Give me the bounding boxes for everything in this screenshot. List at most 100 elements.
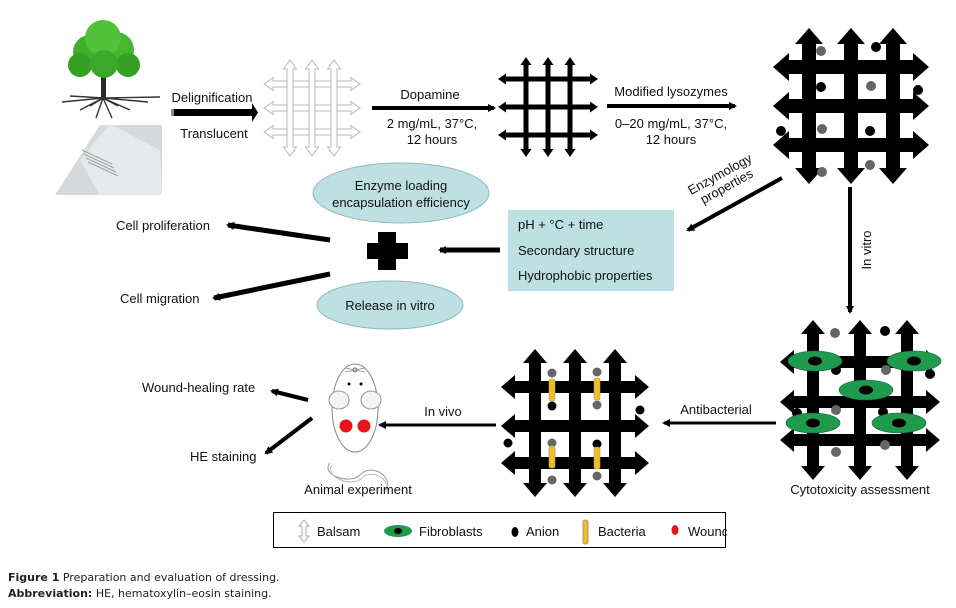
anion-dot [592, 400, 602, 410]
fibroblast-icon [384, 525, 412, 537]
tree-icon [61, 20, 161, 119]
balsam-fiber [326, 59, 342, 157]
figure-caption: Figure 1 Preparation and evaluation of d… [8, 571, 280, 584]
balsam-grid-white [263, 59, 361, 157]
release-ellipse [316, 280, 464, 330]
cell-migration-arrow [212, 271, 331, 301]
dopamine-label: Dopamine [400, 87, 459, 102]
properties-box [508, 210, 674, 291]
fibroblast-nucleus [892, 418, 906, 428]
translucent-label: Translucent [180, 126, 248, 141]
anion-dot [547, 368, 557, 378]
legend-label-wound: Wound [688, 524, 727, 539]
abbreviation-label: Abbreviation: [8, 587, 93, 600]
antibacterial-label: Antibacterial [680, 402, 752, 417]
release-label: Release in vitro [345, 298, 435, 313]
anion-dot [831, 405, 841, 415]
mouse-icon [327, 363, 388, 493]
legend-label-balsam: Balsam [317, 524, 360, 539]
wound-healing-arrow [270, 388, 309, 402]
lysozyme-label: Modified lysozymes [614, 84, 728, 99]
cell-proliferation-label: Cell proliferation [116, 218, 210, 233]
animal-experiment-label: Animal experiment [304, 482, 412, 497]
in-vivo-label: In vivo [424, 404, 462, 419]
dopamine-grid [498, 57, 598, 157]
anion-dot [776, 126, 786, 136]
balsam-fiber [520, 57, 532, 157]
cytotoxicity-grid [780, 320, 942, 480]
anion-dot [816, 46, 826, 56]
anion-dot [881, 365, 891, 375]
he-staining-arrow [264, 416, 314, 455]
fibroblast-nucleus [808, 356, 822, 366]
balsam-fiber [282, 59, 298, 157]
dopamine-condition: 2 mg/mL, 37°C, [387, 116, 477, 131]
paper-stack-icon [55, 124, 162, 195]
anion-dot [817, 167, 827, 177]
property-item: Hydrophobic properties [518, 268, 653, 283]
anion-dot [592, 471, 602, 481]
legend-label-bacteria: Bacteria [598, 524, 646, 539]
legend: Balsam Fibroblasts Anion Bacteria Wound [273, 512, 729, 548]
anion-dot [866, 81, 876, 91]
wound-icon [671, 525, 679, 535]
balsam-fiber [603, 349, 627, 497]
anion-dot [592, 367, 602, 377]
balsam-fiber [564, 57, 576, 157]
balsam-icon [297, 519, 311, 543]
anion-dot [880, 440, 890, 450]
plus-icon [367, 232, 408, 270]
anion-dot [503, 438, 513, 448]
figure-label: Figure 1 [8, 571, 60, 584]
balsam-fiber [304, 59, 320, 157]
bacteria-grid [501, 349, 649, 497]
anion-dot [865, 126, 875, 136]
bacteria-icon [582, 519, 589, 545]
anion-dot [925, 369, 935, 379]
dopamine-time: 12 hours [407, 132, 458, 147]
anion-dot [547, 475, 557, 485]
lysozyme-grid [773, 28, 929, 184]
property-item: pH + °C + time [518, 217, 603, 232]
anion-dot [913, 85, 923, 95]
balsam-fiber [795, 28, 823, 184]
cell-migration-label: Cell migration [120, 291, 199, 306]
fibroblast-nucleus [859, 385, 873, 395]
anion-dot [880, 326, 890, 336]
bacteria [548, 378, 556, 402]
anion-dot [635, 405, 645, 415]
delignification-arrow [171, 103, 258, 122]
lysozyme-time: 12 hours [646, 132, 697, 147]
anion-dot [865, 160, 875, 170]
abbreviation-caption: Abbreviation: HE, hematoxylin–eosin stai… [8, 587, 272, 600]
balsam-fiber [563, 349, 587, 497]
anion-dot [817, 124, 827, 134]
balsam-fiber [523, 349, 547, 497]
bacteria [593, 446, 601, 470]
fibroblast-nucleus [806, 418, 820, 428]
wound-mark [339, 419, 353, 433]
wound-healing-label: Wound-healing rate [142, 380, 255, 395]
anion-dot [871, 42, 881, 52]
balsam-fiber [837, 28, 865, 184]
anion-icon [511, 527, 519, 537]
figure-text: Preparation and evaluation of dressing. [59, 571, 280, 584]
legend-label-fibroblasts: Fibroblasts [419, 524, 483, 539]
he-staining-label: HE staining [190, 449, 256, 464]
wound-mark [357, 419, 371, 433]
abbreviation-text: HE, hematoxylin–eosin staining. [92, 587, 272, 600]
anion-dot [547, 401, 557, 411]
fibroblast-nucleus [907, 356, 921, 366]
cell-proliferation-arrow [226, 221, 331, 243]
anion-dot [816, 82, 826, 92]
anion-dot [831, 447, 841, 457]
bacteria [548, 445, 556, 469]
encapsulation-label: encapsulation efficiency [332, 195, 470, 210]
delignification-label: Delignification [172, 90, 253, 105]
legend-label-anion: Anion [526, 524, 559, 539]
enzyme-loading-ellipse [312, 162, 490, 224]
lysozyme-condition: 0–20 mg/mL, 37°C, [615, 116, 727, 131]
anion-dot [830, 328, 840, 338]
anion-dot [547, 438, 557, 448]
